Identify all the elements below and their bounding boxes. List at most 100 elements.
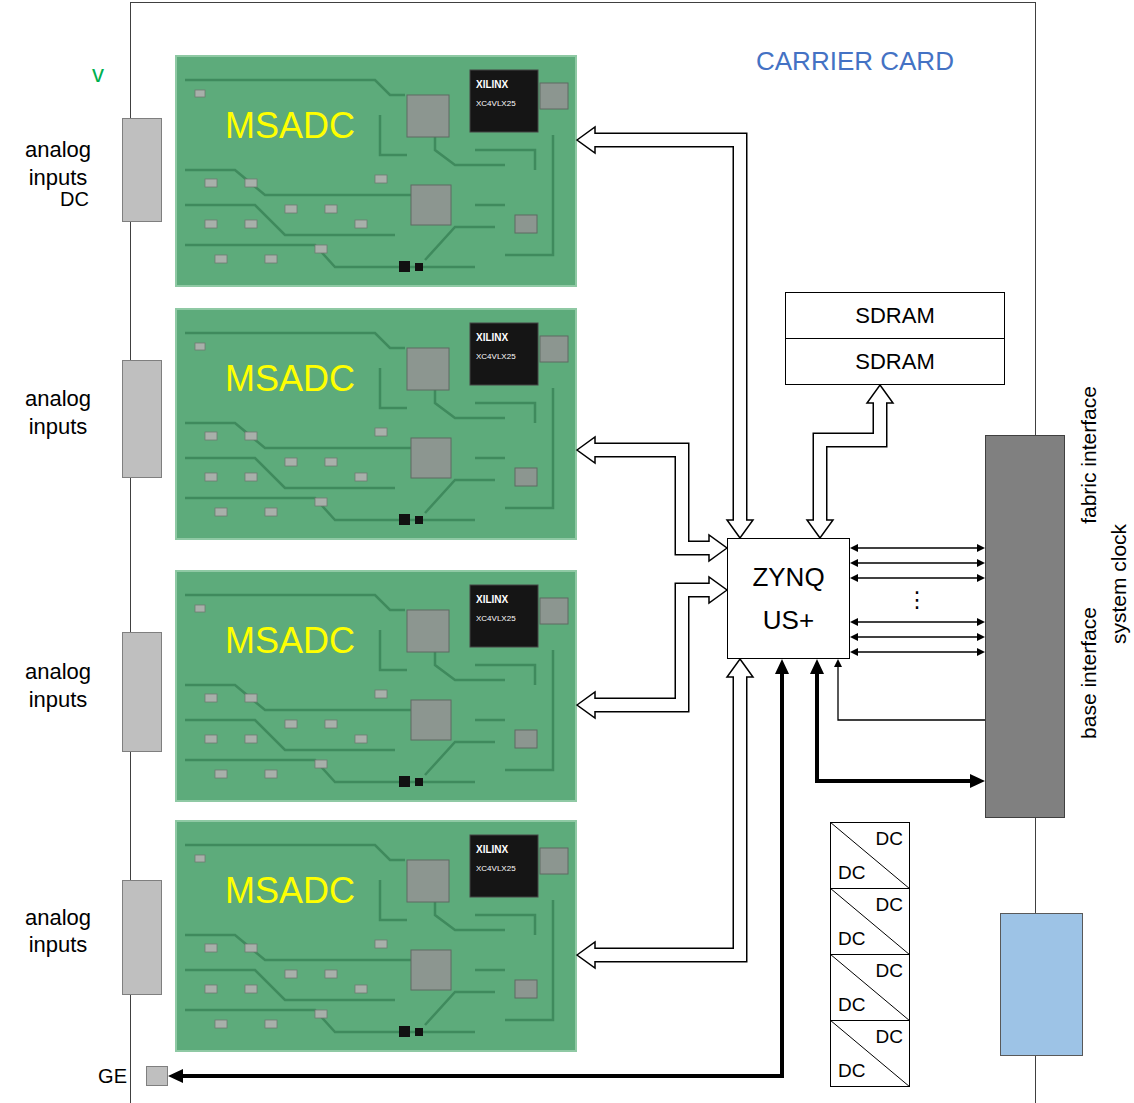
arrow-head <box>850 648 858 656</box>
arrow-head <box>810 659 824 674</box>
arrow-head <box>577 127 595 153</box>
text-slot: SDRAM <box>855 303 934 328</box>
arrow-head <box>850 633 858 641</box>
ellipsis-mark: ⋮ <box>906 587 928 612</box>
soc-box: ZYNQ US+ <box>727 538 850 659</box>
text-slot: analog inputs <box>13 136 103 191</box>
board-name: MSADC <box>225 620 355 661</box>
diagonal-line <box>830 1020 910 1087</box>
connector-fill <box>593 140 741 523</box>
text-slot: ⋮ <box>906 587 928 612</box>
converter-label: DC <box>876 828 903 850</box>
interface-label: base interface <box>1077 607 1100 739</box>
text-slot: MSADC <box>225 870 355 911</box>
connector <box>850 633 985 641</box>
connector <box>577 437 727 561</box>
text-slot: XILINX <box>476 844 508 856</box>
arrow-head <box>977 559 985 567</box>
text-slot: XC4VLX25 <box>476 614 516 623</box>
arrow-head <box>977 574 985 582</box>
arrow-head <box>577 437 595 463</box>
connector-line <box>838 667 985 720</box>
arrow-head <box>807 520 833 538</box>
interface-label: system clock <box>1107 524 1130 644</box>
adc-board: MSADC <box>175 570 577 802</box>
connector <box>807 385 893 538</box>
text-slot: GE <box>98 1065 127 1088</box>
converter-label: DC <box>838 862 865 884</box>
text-slot: XILINX <box>476 594 508 606</box>
connector <box>850 618 985 626</box>
text-slot: SDRAM <box>855 349 934 374</box>
connector <box>850 648 985 656</box>
board-name: MSADC <box>225 870 355 911</box>
ethernet-port: GE <box>146 1066 168 1086</box>
analog-connector: analog inputs <box>122 880 162 995</box>
connector-line <box>858 547 977 548</box>
fragment-text: DC <box>60 188 89 211</box>
connector-line <box>858 577 977 578</box>
text-slot: DC <box>838 1060 865 1082</box>
carrier-card: CARRIER CARDMSADCMSADCMSADCMSADCSDRAMSDR… <box>130 2 1036 1103</box>
connector-label: analog inputs <box>13 658 103 713</box>
text-slot: DC <box>838 928 865 950</box>
dc-dc-converter: DC DC <box>830 954 910 1021</box>
text-slot: analog inputs <box>13 658 103 713</box>
connector-label: analog inputs <box>13 385 103 440</box>
connector-line <box>817 674 970 781</box>
arrow-head <box>977 633 985 641</box>
converter-label: DC <box>838 928 865 950</box>
memory-chip: SDRAM <box>785 292 1005 339</box>
analog-connector: analog inputs <box>122 360 162 478</box>
arrow-head <box>977 544 985 552</box>
adc-board: MSADC <box>175 308 577 540</box>
text-slot: XILINX <box>476 79 508 91</box>
connector-outline <box>595 590 709 705</box>
connector-fill <box>593 450 712 548</box>
converter-label: DC <box>876 960 903 982</box>
text-slot: XC4VLX25 <box>476 864 516 873</box>
arrow-head <box>834 659 842 667</box>
text-slot: fabric interface <box>1077 386 1100 524</box>
text-slot: DC <box>876 828 903 850</box>
arrow-head <box>850 618 858 626</box>
diagonal-line <box>830 954 910 1021</box>
text-slot: DC <box>876 1026 903 1048</box>
connector-outline <box>595 677 740 955</box>
memory-chip: SDRAM <box>785 338 1005 385</box>
dc-dc-converter: DCDC <box>830 888 910 955</box>
arrow-head <box>977 648 985 656</box>
chip-marking: XC4VLX25 <box>476 352 516 361</box>
text-slot: DC <box>60 188 89 211</box>
chip-marking: XC4VLX25 <box>476 614 516 623</box>
text-slot: DC <box>838 994 865 1016</box>
board-name: MSADC <box>225 358 355 399</box>
connector <box>577 659 753 968</box>
chip-marking: XILINX <box>476 844 508 856</box>
interface-label: fabric interface <box>1077 386 1100 524</box>
connector-outline <box>595 450 709 548</box>
connector-fill <box>593 590 712 705</box>
blue-module <box>1001 914 1083 1056</box>
text-slot: ZYNQ US+ <box>743 556 835 642</box>
text-slot: DC <box>876 960 903 982</box>
connector <box>850 574 985 582</box>
arrow-head <box>727 659 753 677</box>
text-slot: base interface <box>1077 607 1100 739</box>
converter-label: DC <box>876 1026 903 1048</box>
soc-label: ZYNQ US+ <box>743 556 835 642</box>
arrow-head <box>775 659 789 674</box>
adc-board-picture <box>175 55 577 287</box>
adc-board-picture <box>175 308 577 540</box>
connector <box>577 577 727 718</box>
text-slot: system clock <box>1107 524 1130 644</box>
card-title: CARRIER CARD <box>756 47 954 77</box>
connector <box>850 544 985 552</box>
chip-marking: XC4VLX25 <box>476 864 516 873</box>
arrow-head <box>709 535 727 561</box>
arrow-head <box>709 577 727 603</box>
text-slot: MSADC <box>225 620 355 661</box>
port-label: GE <box>98 1065 127 1088</box>
